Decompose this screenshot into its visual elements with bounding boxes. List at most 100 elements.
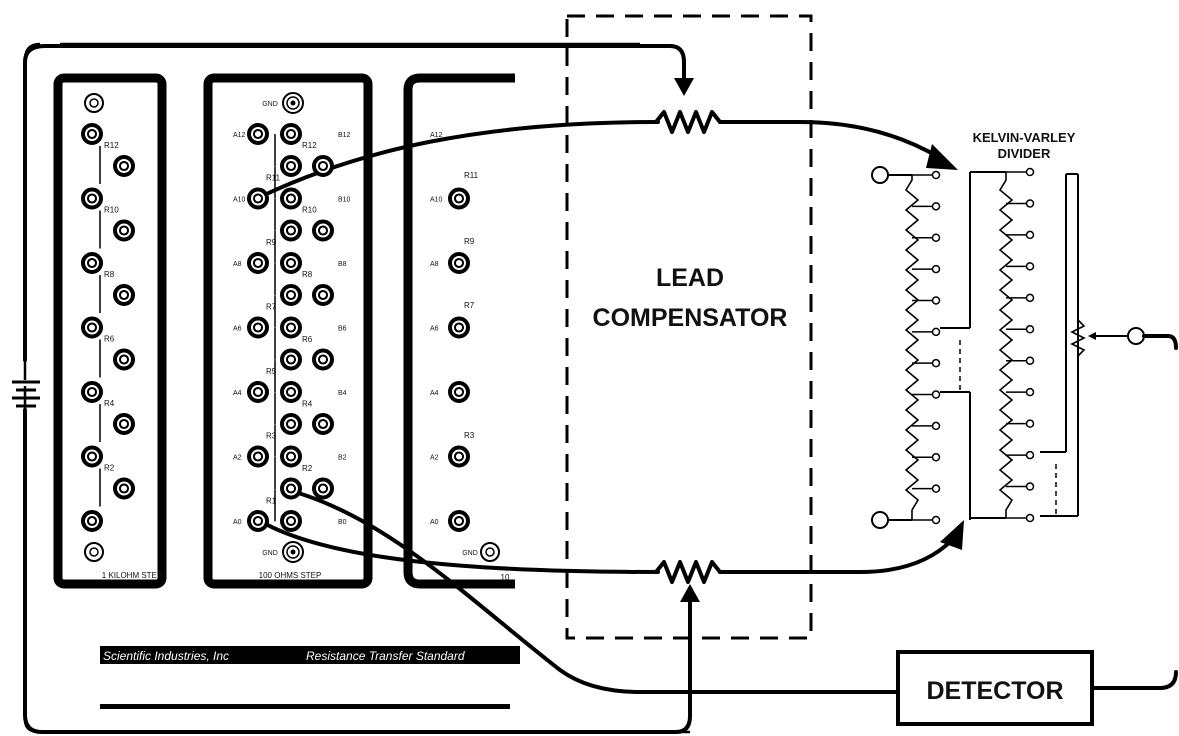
instrument-frame: [23, 42, 690, 734]
binding-post: [247, 187, 269, 210]
binding-post: [81, 316, 103, 339]
b-terminal-label: B8: [338, 261, 347, 268]
a-terminal-label: A2: [430, 455, 439, 462]
gnd-connector-left-top: [84, 93, 104, 113]
a-terminal-label: A6: [233, 326, 242, 333]
binding-post: [113, 155, 135, 177]
binding-post: [280, 123, 302, 145]
gnd-connector-left-bottom: [84, 542, 104, 562]
resistor-label: R8: [104, 270, 115, 279]
b-terminal-label: B0: [338, 519, 347, 526]
resistor-label: R8: [302, 270, 313, 279]
top-kv-arrow: [926, 144, 958, 170]
gnd-connector-bottom: GND: [262, 541, 304, 563]
a-terminal-label: A0: [233, 519, 242, 526]
top-to-kv-wire: [718, 120, 942, 160]
a-terminal-label: A8: [233, 261, 242, 268]
binding-post: [280, 252, 302, 274]
bottom-wiper-arrow: [680, 584, 700, 602]
a-terminal-label: A10: [233, 197, 246, 204]
binding-post: [280, 477, 302, 500]
binding-post: [81, 123, 103, 145]
binding-post: [312, 155, 334, 177]
detector-wire: [293, 490, 902, 694]
resistor-label: R3: [464, 431, 475, 440]
resistor-label: R9: [464, 237, 475, 246]
battery-icon: [12, 380, 40, 408]
svg-text:GND: GND: [262, 550, 278, 557]
resistor-label: R7: [464, 301, 475, 310]
a-terminal-label: A2: [233, 455, 242, 462]
binding-post: [280, 413, 302, 435]
step-left-label: 1 KILOHM STEP: [102, 571, 162, 580]
binding-post: [280, 445, 302, 468]
lead-label: LEAD: [656, 264, 724, 292]
panel-mid: [203, 73, 373, 589]
nameplate-bar: [100, 646, 520, 664]
resistor-label: R4: [302, 399, 313, 408]
lead-compensator-box: [565, 14, 813, 640]
resistor-label: R9: [266, 238, 277, 247]
svg-text:GND: GND: [262, 101, 278, 108]
resistor-label: R12: [302, 141, 317, 150]
binding-post: [448, 187, 470, 210]
a-terminal-label: A0: [430, 519, 439, 526]
binding-post: [312, 284, 334, 306]
binding-post: [280, 155, 302, 177]
b-terminal-label: B2: [338, 455, 347, 462]
binding-post: [448, 445, 470, 468]
step-mid-label: 100 OHMS STEP: [259, 571, 322, 580]
binding-post: [247, 510, 269, 532]
resistor-label: R3: [266, 432, 277, 441]
binding-post: [312, 219, 334, 242]
binding-post: [113, 348, 135, 371]
panel-left: [53, 73, 167, 589]
top-wiper-arrow: [674, 78, 694, 96]
resistor-label: R6: [104, 335, 115, 344]
resistor-label: R1: [266, 496, 277, 505]
binding-post: [113, 413, 135, 435]
binding-post: [247, 445, 269, 468]
product-label: Resistance Transfer Standard: [306, 649, 465, 663]
detector-right-wire: [1090, 670, 1178, 690]
binding-post: [280, 348, 302, 371]
binding-post: [280, 219, 302, 242]
resistor-label: R10: [302, 206, 317, 215]
bottom-to-kv-wire: [718, 538, 954, 574]
detector-label: DETECTOR: [926, 677, 1063, 705]
binding-post: [448, 510, 470, 532]
bottom-compensator-resistor: [654, 560, 722, 584]
binding-post: [81, 445, 103, 468]
binding-post: [312, 348, 334, 371]
resistor-label: R12: [104, 141, 119, 150]
binding-post: [280, 187, 302, 210]
a-terminal-label: A12: [430, 132, 443, 139]
kv-label-1: KELVIN-VARLEY: [973, 130, 1076, 145]
binding-post: [81, 510, 103, 532]
resistor-label: R11: [464, 171, 479, 180]
battery-bottom-wire: [23, 408, 692, 734]
top-lead-wire: [260, 120, 660, 198]
gnd-connector-right: GND: [462, 542, 500, 562]
kelvin-varley-divider: [871, 166, 1178, 529]
b-terminal-label: B6: [338, 326, 347, 333]
a-terminal-label: A6: [430, 326, 439, 333]
binding-post: [448, 316, 470, 339]
a-terminal-label: A4: [430, 390, 439, 397]
binding-post: [247, 252, 269, 274]
binding-post: [113, 219, 135, 242]
nameplate-bar-lower: [100, 704, 510, 709]
bottom-kv-arrow: [940, 520, 964, 550]
a-terminal-label: A12: [233, 132, 246, 139]
binding-post: [448, 381, 470, 403]
a-terminal-label: A10: [430, 197, 443, 204]
kv-label-2: DIVIDER: [998, 146, 1051, 161]
binding-post: [81, 381, 103, 403]
binding-post: [81, 252, 103, 274]
binding-post: [312, 477, 334, 500]
maker-label: Scientific Industries, Inc: [103, 649, 229, 663]
binding-post: [81, 187, 103, 210]
